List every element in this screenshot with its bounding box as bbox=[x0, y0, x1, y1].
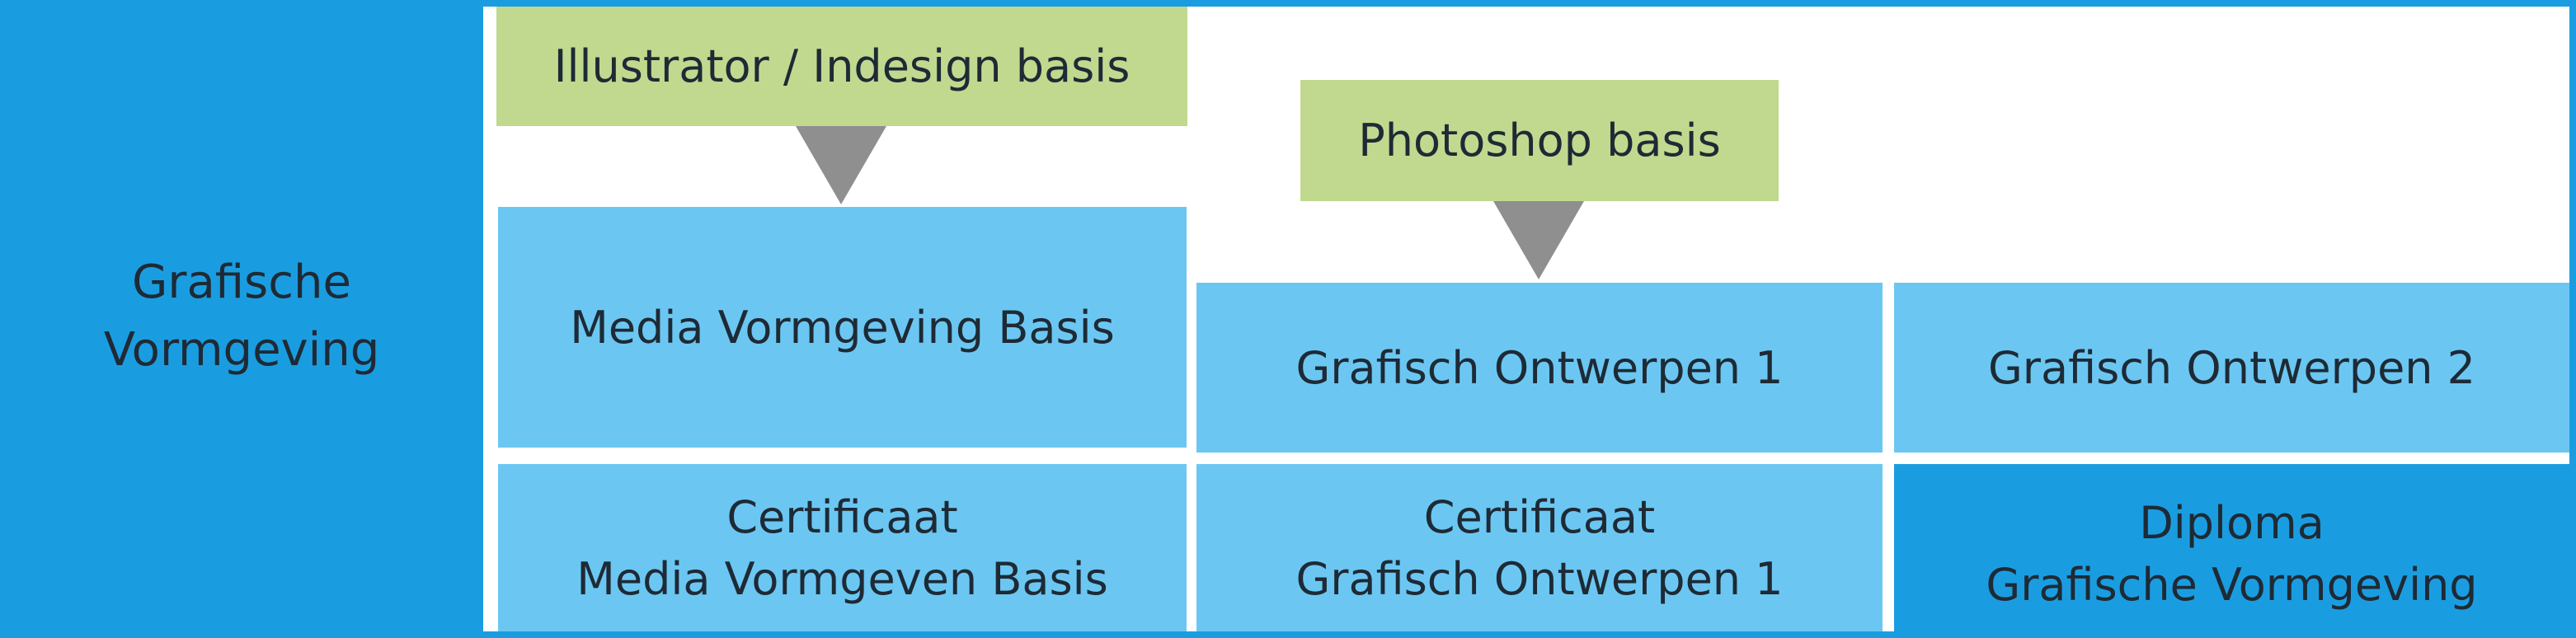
diploma-grafische-vormgeving: Diploma Grafische Vormgeving bbox=[1894, 464, 2569, 631]
course-grafisch-ontwerpen-2: Grafisch Ontwerpen 2 bbox=[1894, 283, 2569, 453]
frame-bottom-border bbox=[0, 631, 2576, 638]
sidebar-title: Grafische Vormgeving bbox=[103, 256, 380, 377]
sidebar-panel: Grafische Vormgeving bbox=[0, 0, 483, 638]
course-grafisch-ontwerpen-1: Grafisch Ontwerpen 1 bbox=[1196, 283, 1883, 453]
course-media-vormgeving-basis: Media Vormgeving Basis bbox=[498, 207, 1187, 448]
certificate-grafisch-ontwerpen-1: Certificaat Grafisch Ontwerpen 1 bbox=[1196, 464, 1883, 631]
certificate-media-vormgeven-basis: Certificaat Media Vormgeven Basis bbox=[498, 464, 1187, 631]
prerequisite-photoshop-box: Photoshop basis bbox=[1300, 80, 1779, 201]
frame-right-border bbox=[2569, 0, 2576, 638]
prerequisite-illustrator-indesign-box: Illustrator / Indesign basis bbox=[496, 7, 1187, 126]
arrow-down-icon bbox=[1493, 201, 1584, 279]
frame-top-border bbox=[0, 0, 2576, 7]
arrow-down-icon bbox=[796, 126, 886, 204]
